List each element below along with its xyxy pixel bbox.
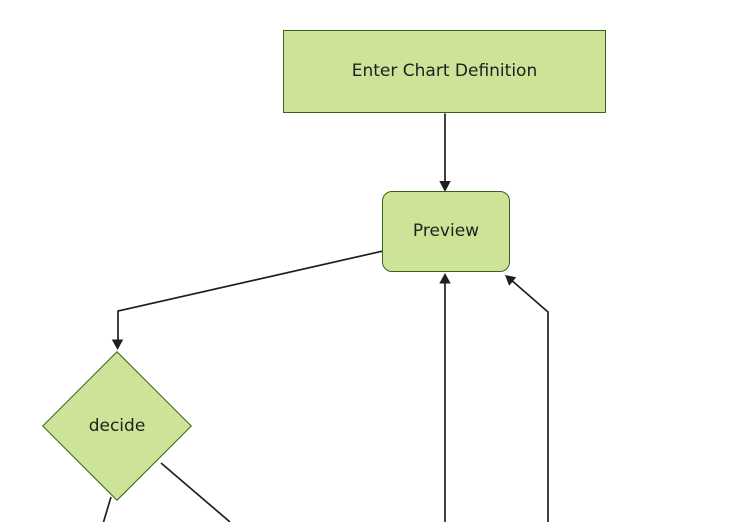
arrowhead-bottom-right-to-preview [505, 275, 517, 286]
arrowhead-enter-to-preview [439, 181, 451, 192]
node-preview-label: Preview [412, 221, 480, 242]
edge-decide-to-bottom-right [160, 462, 231, 522]
node-enter-chart-definition: Enter Chart Definition [283, 30, 606, 113]
node-decide: decide [47, 414, 187, 438]
arrowhead-bottom-to-preview [439, 273, 451, 284]
edge-bottom-right-to-preview [508, 277, 549, 522]
node-preview: Preview [382, 191, 510, 272]
edge-preview-to-decide [117, 250, 384, 341]
node-enter-chart-definition-label: Enter Chart Definition [351, 61, 538, 82]
arrowhead-preview-to-decide [111, 339, 124, 350]
node-decide-label: decide [88, 416, 146, 436]
edge-decide-to-bottom-left [102, 496, 112, 522]
